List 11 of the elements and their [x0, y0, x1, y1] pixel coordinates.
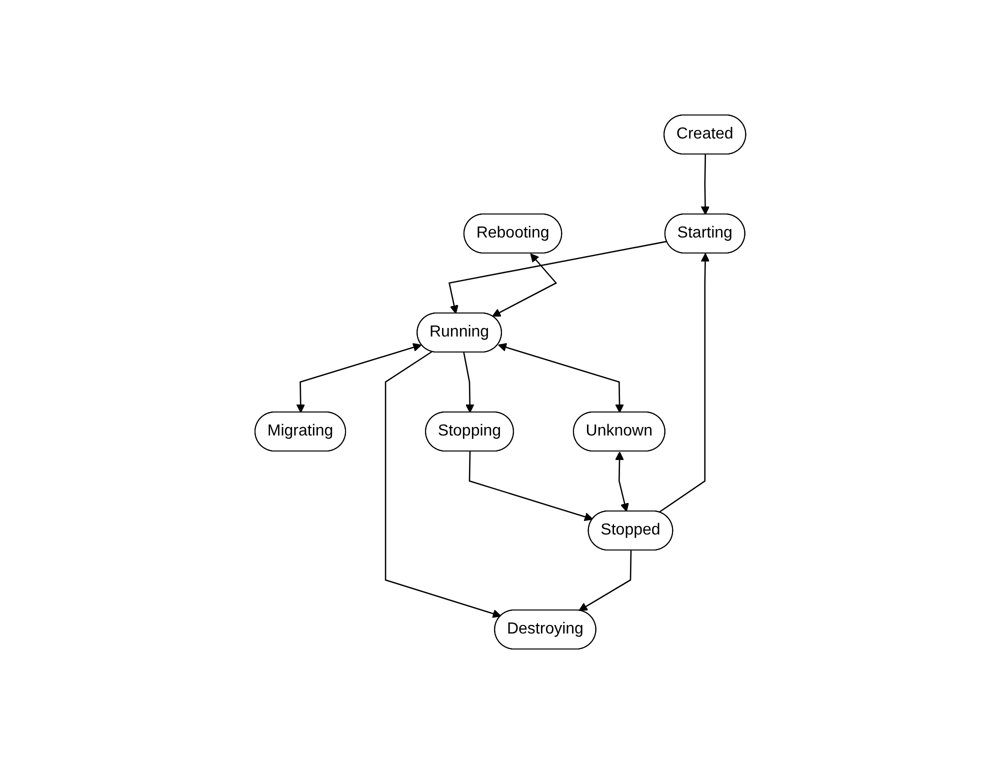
arrow	[448, 240, 667, 314]
arrow	[468, 451, 593, 522]
arrow	[498, 343, 624, 413]
arrow	[700, 154, 710, 215]
arrow	[462, 352, 474, 413]
arrow	[492, 253, 557, 317]
arrow	[384, 351, 501, 618]
arrow	[578, 550, 632, 612]
arrow	[296, 343, 422, 413]
arrow	[614, 452, 629, 512]
arrow	[658, 253, 710, 513]
